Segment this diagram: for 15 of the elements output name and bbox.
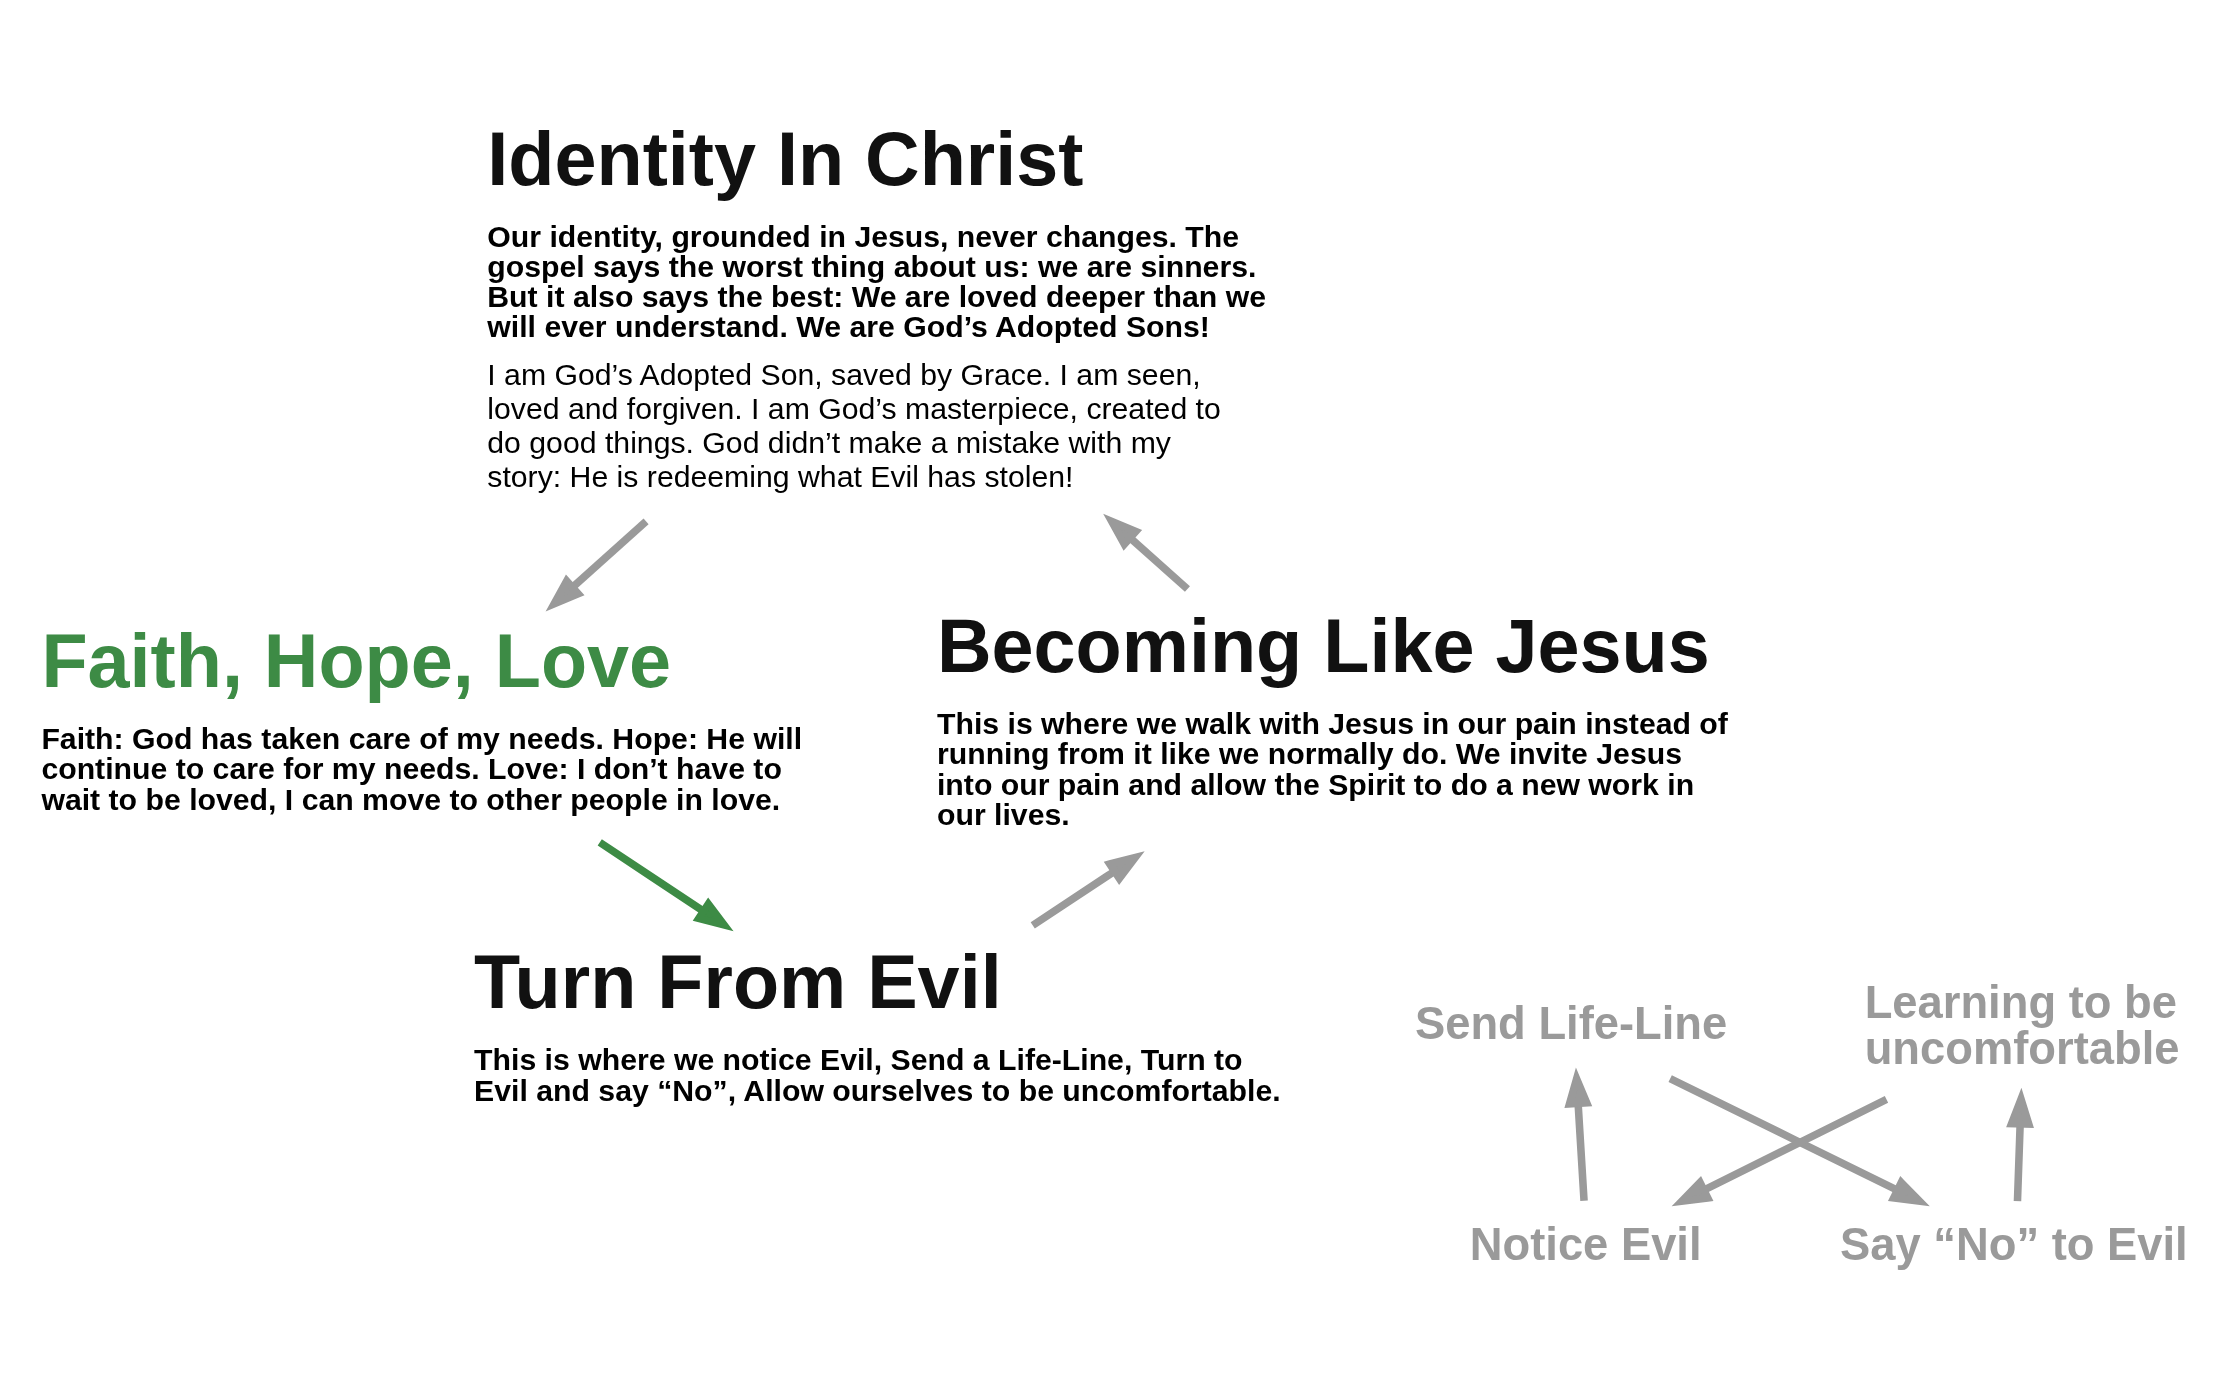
arrow xyxy=(1668,1074,1930,1206)
node-text: Send Life-Line xyxy=(1415,997,1728,1049)
node-text: Identity In Christ Our identity, grounded in Jesus, never changes. The gospel says the worst thing about us: we are sinners. But it also says the best: We are loved deeper than we will ever understand. We are God’s Adopted Sons! I am God’s Adopted Son, saved by Grace. I am seen, loved and forgiven. I am God’s masterpiece, created to do good things. God didn’t make a mistake with my story: He is redeeming what Evil has stolen! xyxy=(487,116,1266,493)
node-text: Notice Evil xyxy=(1469,1218,1702,1270)
arrow xyxy=(1103,513,1190,592)
arrow xyxy=(1671,1095,1889,1206)
arrow xyxy=(597,838,734,931)
arrow xyxy=(2006,1087,2034,1201)
node-text: Turn From Evil This is where we notice Evil, Send a Life-Line, Turn to Evil and say “No”, Allow ourselves to be uncomfortable. xyxy=(474,939,1281,1107)
node-text: Say “No” to Evil xyxy=(1840,1218,2188,1270)
node-text: Learning to be uncomfortable xyxy=(1864,976,2180,1074)
node-text: Becoming Like Jesus This is where we walk with Jesus in our pain instead of running from it like we normally do. We invite Jesus into our pain and allow the Spirit to do a new work in our lives. xyxy=(936,603,1728,831)
arrow xyxy=(1030,850,1145,928)
node-text: Faith, Hope, Love Faith: God has taken care of my needs. Hope: He will continue to care for my needs. Love: I don’t have to wait to be loved, I can move to other people in love. xyxy=(41,618,803,816)
arrow xyxy=(545,518,649,611)
